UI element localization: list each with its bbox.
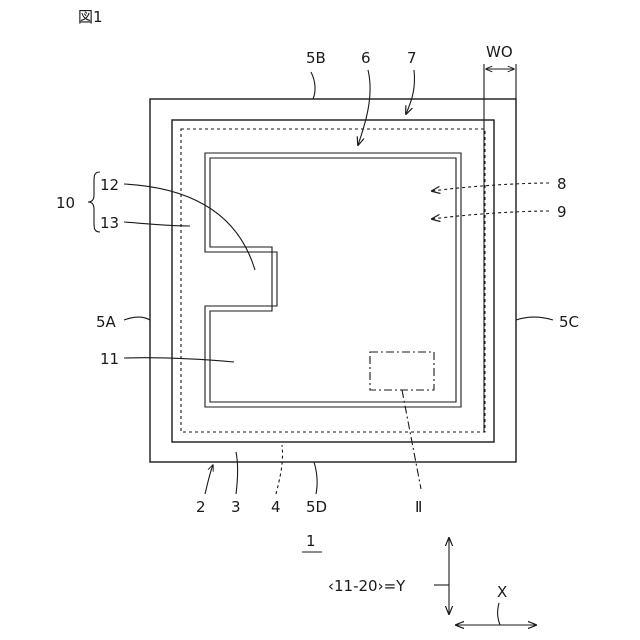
label-7: 7 bbox=[407, 49, 417, 67]
label-8: 8 bbox=[557, 175, 567, 193]
dashed-boundary bbox=[181, 129, 485, 432]
label-12: 12 bbox=[100, 176, 119, 194]
leader-5a bbox=[124, 317, 150, 320]
label-5c: 5C bbox=[559, 313, 579, 331]
label-5a: 5A bbox=[96, 313, 117, 331]
leader-5b bbox=[311, 72, 315, 99]
leader-5c bbox=[516, 317, 553, 320]
label-5b: 5B bbox=[306, 49, 326, 67]
label-3: 3 bbox=[231, 498, 241, 516]
x-axis-label: X bbox=[497, 583, 507, 601]
section-line-II bbox=[402, 390, 421, 489]
leader-13 bbox=[124, 222, 190, 226]
label-wo: WO bbox=[486, 43, 513, 61]
figure-title: 図1 bbox=[78, 8, 103, 26]
label-5d: 5D bbox=[306, 498, 327, 516]
brace-10 bbox=[88, 172, 100, 232]
label-II: Ⅱ bbox=[415, 498, 422, 516]
leader-5d bbox=[314, 462, 317, 494]
electrode-outline-inner bbox=[210, 158, 456, 402]
section-box-II bbox=[370, 352, 434, 390]
leader-4 bbox=[276, 445, 283, 494]
leader-3 bbox=[236, 452, 238, 494]
label-9: 9 bbox=[557, 203, 567, 221]
leader-7 bbox=[406, 70, 415, 114]
leader-9 bbox=[432, 211, 549, 219]
inner-boundary bbox=[172, 120, 494, 442]
label-4: 4 bbox=[271, 498, 281, 516]
label-2: 2 bbox=[196, 498, 206, 516]
leader-6 bbox=[358, 70, 370, 145]
leader-8 bbox=[432, 183, 549, 191]
label-10: 10 bbox=[56, 194, 75, 212]
y-axis-label: ‹11-20›=Y bbox=[328, 577, 406, 595]
label-11: 11 bbox=[100, 350, 119, 368]
label-13: 13 bbox=[100, 214, 119, 232]
leader-11 bbox=[124, 358, 234, 362]
leader-12 bbox=[124, 184, 255, 270]
x-axis-leader bbox=[498, 603, 500, 625]
leader-2 bbox=[205, 465, 213, 494]
label-6: 6 bbox=[361, 49, 371, 67]
electrode-outline-outer bbox=[205, 153, 461, 407]
device-ref: 1 bbox=[306, 532, 316, 550]
